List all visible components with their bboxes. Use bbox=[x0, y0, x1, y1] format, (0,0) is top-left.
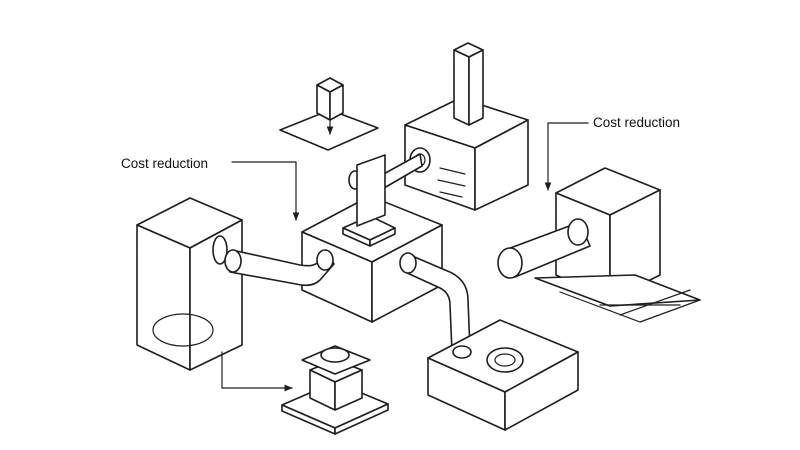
top-pillar-block bbox=[404, 42, 529, 211]
top-small-plate bbox=[279, 77, 379, 151]
bottom-callout-arrow bbox=[221, 351, 293, 392]
left-pipe bbox=[224, 249, 335, 287]
bottom-slab bbox=[427, 319, 579, 431]
left-callout-arrow bbox=[231, 161, 300, 221]
bottom-small-press bbox=[281, 345, 389, 435]
left-cabinet bbox=[136, 197, 243, 371]
right-machine bbox=[497, 167, 701, 323]
cost-reduction-label-right: Cost reduction bbox=[593, 115, 680, 130]
right-callout-arrow bbox=[544, 122, 589, 191]
cost-reduction-label-left: Cost reduction bbox=[121, 156, 208, 171]
